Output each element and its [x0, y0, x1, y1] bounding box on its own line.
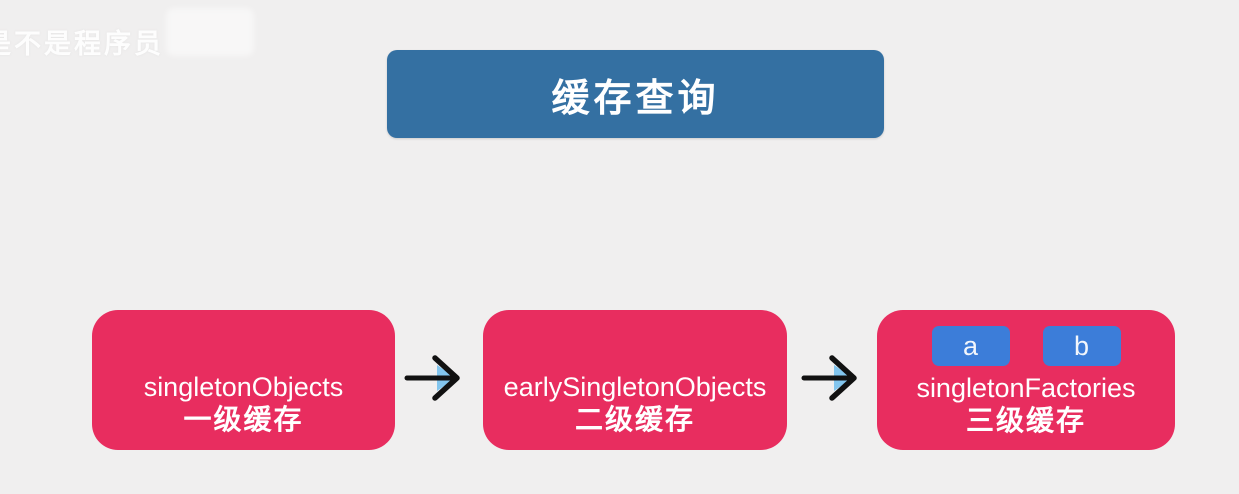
arrowhead-chevron: [829, 355, 857, 401]
arrowhead-chevron: [432, 355, 460, 401]
watermark-logo: [166, 8, 254, 56]
factory-chip-a: a: [931, 326, 1010, 366]
cache-box-level3: a b singletonFactories 三级缓存: [877, 310, 1175, 450]
cache-name-level1: singletonObjects: [143, 372, 344, 403]
arrow-level2-to-level3: [801, 355, 857, 401]
factory-chip-b: b: [1042, 326, 1121, 366]
title-banner: 缓存查询: [387, 50, 884, 138]
factory-chip-row: a b: [931, 326, 1121, 366]
cache-name-level2: earlySingletonObjects: [503, 372, 767, 403]
cache-name-level3: singletonFactories: [916, 373, 1136, 403]
page-title: 缓存查询: [551, 77, 720, 120]
cache-label-level1: 一级缓存: [183, 404, 304, 436]
watermark-text: 是不是程序员: [0, 29, 164, 59]
cache-label-level3: 三级缓存: [965, 405, 1086, 437]
cache-box-level2: earlySingletonObjects 二级缓存: [483, 310, 787, 450]
cache-label-level2: 二级缓存: [574, 404, 695, 436]
arrow-level1-to-level2: [404, 355, 460, 401]
cache-box-level1: singletonObjects 一级缓存: [92, 310, 395, 450]
